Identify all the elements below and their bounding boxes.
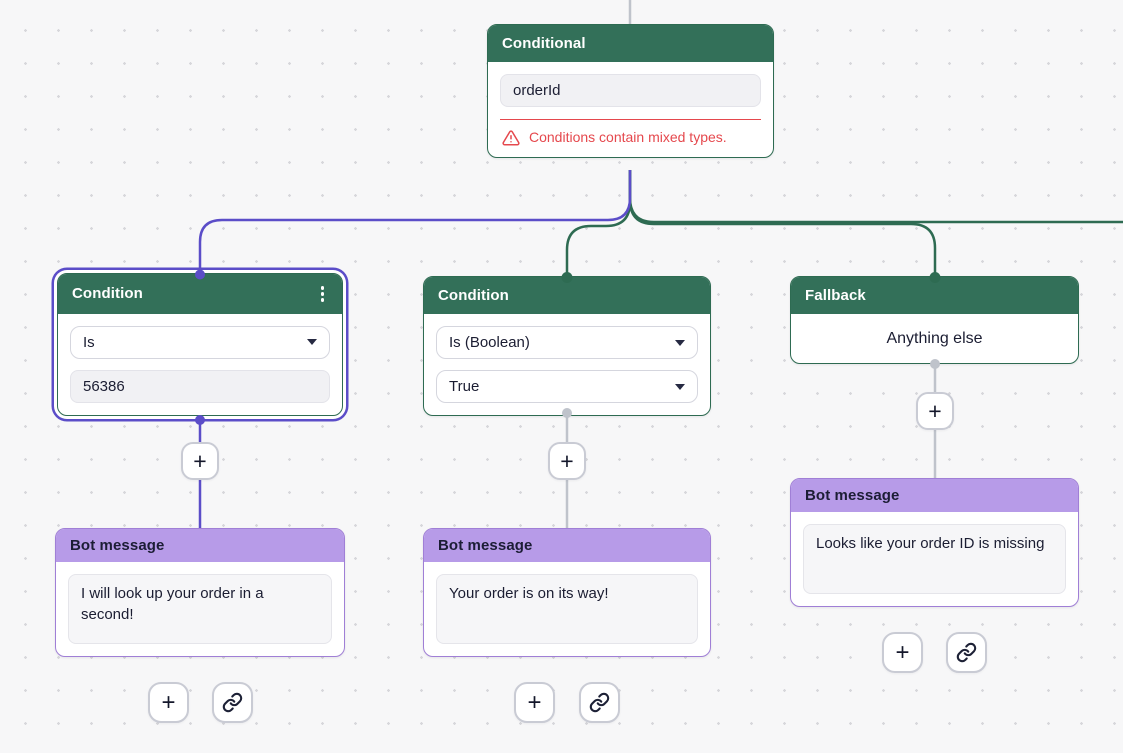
chevron-down-icon [675, 383, 685, 390]
add-step-button[interactable]: + [916, 392, 954, 430]
condition-middle-title: Condition [438, 287, 509, 304]
condition-middle-operator-value: Is (Boolean) [449, 334, 530, 351]
condition-left-header: Condition [58, 274, 342, 314]
conditional-variable-field[interactable]: orderId [500, 74, 761, 107]
warning-icon [502, 130, 520, 146]
edge-conditional-condition-middle [565, 170, 632, 278]
bot-message-middle-textbox[interactable]: Your order is on its way! [436, 574, 698, 644]
node-bot-message-right[interactable]: Bot message Looks like your order ID is … [790, 478, 1079, 607]
link-node-button[interactable] [579, 682, 620, 723]
conditional-title: Conditional [502, 35, 586, 52]
edge-conditional-condition-left [198, 170, 632, 275]
fallback-label: Anything else [886, 329, 983, 347]
node-fallback[interactable]: Fallback Anything else [790, 276, 1079, 364]
conditional-error-text: Conditions contain mixed types. [529, 129, 727, 145]
add-step-button[interactable]: + [548, 442, 586, 480]
node-condition-left[interactable]: Condition Is 56386 [57, 273, 343, 416]
link-icon [589, 692, 610, 713]
condition-left-operator-value: Is [83, 333, 95, 351]
edge-conditional-offcanvas [628, 170, 1123, 224]
edge-conditional-fallback [628, 170, 937, 278]
link-node-button[interactable] [212, 682, 253, 723]
node-conditional[interactable]: Conditional orderId Conditions contain m… [487, 24, 774, 159]
condition-left-value-field[interactable]: 56386 [70, 369, 330, 403]
chevron-down-icon [307, 339, 317, 345]
link-icon [956, 642, 977, 663]
bot-message-right-textbox[interactable]: Looks like your order ID is missing [803, 524, 1066, 594]
bot-message-left-title: Bot message [70, 537, 165, 554]
bot-message-right-header: Bot message [791, 479, 1078, 512]
kebab-menu-icon[interactable] [317, 284, 329, 304]
bot-message-left-textbox[interactable]: I will look up your order in a second! [68, 574, 332, 644]
add-node-button[interactable]: + [148, 682, 189, 723]
condition-left-operator-select[interactable]: Is [70, 325, 330, 359]
node-condition-middle[interactable]: Condition Is (Boolean) True [423, 276, 711, 416]
bot-message-left-header: Bot message [56, 529, 344, 562]
chevron-down-icon [675, 339, 685, 346]
node-bot-message-middle[interactable]: Bot message Your order is on its way! [423, 528, 711, 657]
fallback-title: Fallback [805, 287, 866, 304]
condition-middle-value-select[interactable]: True [436, 370, 698, 403]
condition-middle-header: Condition [424, 277, 710, 314]
condition-middle-value: True [449, 378, 480, 395]
link-node-button[interactable] [946, 632, 987, 673]
add-node-button[interactable]: + [882, 632, 923, 673]
connection-dot [195, 415, 205, 425]
bot-message-right-title: Bot message [805, 487, 900, 504]
conditional-header: Conditional [488, 25, 773, 62]
add-node-button[interactable]: + [514, 682, 555, 723]
bot-message-middle-title: Bot message [438, 537, 533, 554]
fallback-header: Fallback [791, 277, 1078, 314]
node-bot-message-left[interactable]: Bot message I will look up your order in… [55, 528, 345, 657]
condition-middle-operator-select[interactable]: Is (Boolean) [436, 326, 698, 359]
condition-left-title: Condition [72, 285, 143, 303]
conditional-error: Conditions contain mixed types. [500, 119, 761, 157]
add-step-button[interactable]: + [181, 442, 219, 480]
link-icon [222, 692, 243, 713]
bot-message-middle-header: Bot message [424, 529, 710, 562]
